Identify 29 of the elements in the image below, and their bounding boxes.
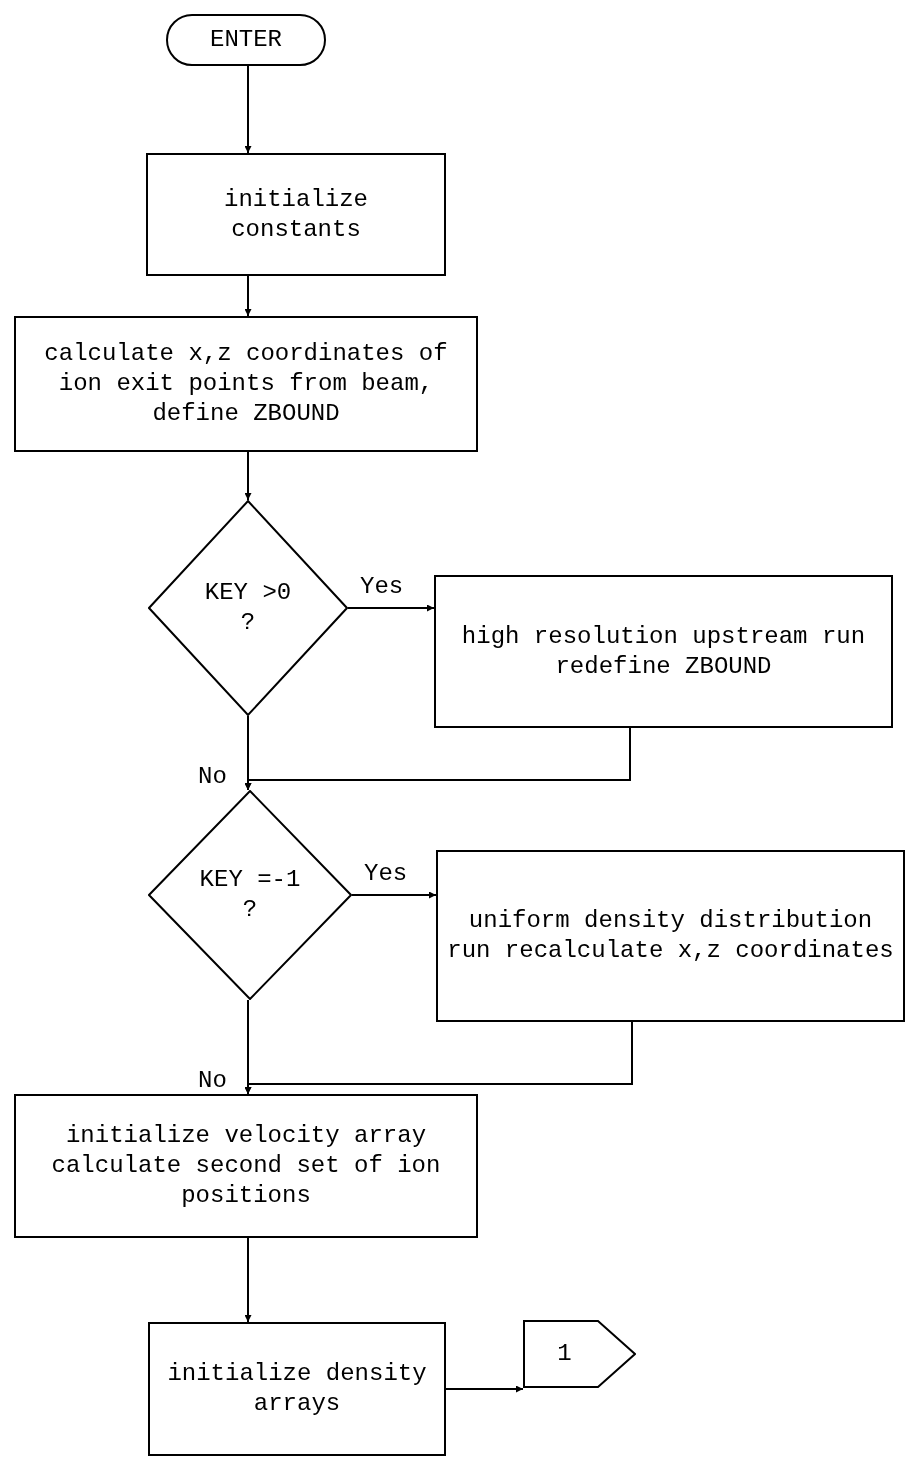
process-box <box>148 1322 446 1456</box>
arrow <box>244 275 252 317</box>
node-text: KEY =-1 ? <box>198 865 302 925</box>
offpage-connector <box>523 1320 636 1388</box>
arrow <box>244 65 252 154</box>
arrow <box>445 1385 524 1393</box>
node-text: 1 <box>557 1339 572 1369</box>
node-text: uniform density distribution run recalculate x,z coordinates <box>446 906 895 966</box>
node-text: high resolution upstream run redefine ZBOUND <box>460 621 867 682</box>
process-box <box>436 850 905 1022</box>
process-box <box>146 153 446 276</box>
terminal-box <box>166 14 326 66</box>
arrow <box>347 604 435 612</box>
node-text: ENTER <box>210 25 282 55</box>
node-text: calculate x,z coordinates of ion exit points from beam, define ZBOUND <box>43 339 449 429</box>
process-box <box>434 575 893 728</box>
decision-diamond <box>148 500 348 716</box>
arrow <box>244 715 252 791</box>
node-text: initialize velocity array calculate second set of ion positions <box>50 1121 442 1211</box>
decision-diamond <box>148 790 352 1000</box>
node-text: initialize constants <box>223 184 369 245</box>
node-text: initialize density arrays <box>166 1359 428 1419</box>
arrow <box>244 451 252 501</box>
process-box <box>14 1094 478 1238</box>
node-text: KEY >0 ? <box>203 578 293 638</box>
arrow <box>244 999 252 1095</box>
arrow <box>244 1237 252 1323</box>
process-box <box>14 316 478 452</box>
arrow <box>351 891 437 899</box>
